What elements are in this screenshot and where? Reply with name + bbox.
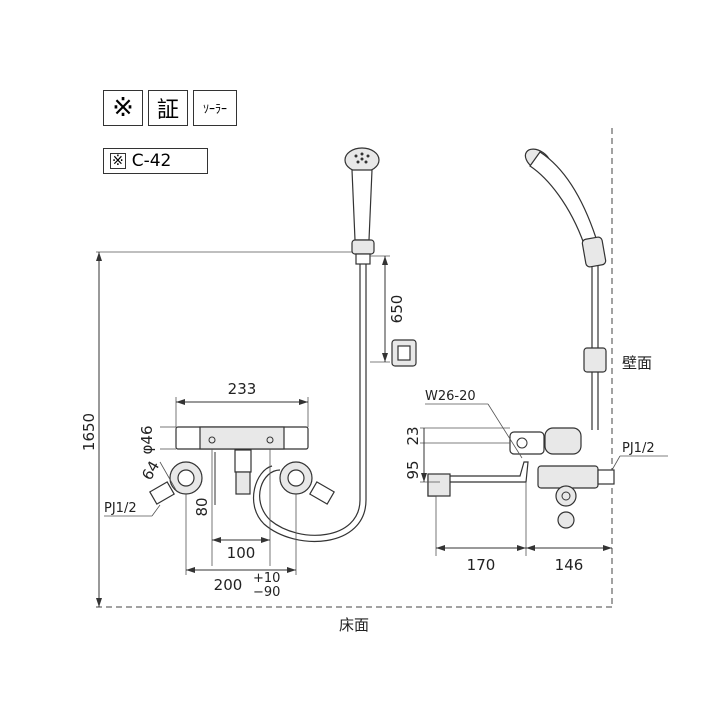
- dim-95-label: 95: [404, 460, 422, 479]
- dim-23-label: 23: [404, 426, 422, 445]
- dim-233-label: 233: [228, 380, 257, 398]
- left-union: [149, 461, 203, 505]
- badge-row: ※ 証 ｿｰﾗｰ: [103, 90, 237, 126]
- dim-100-label: 100: [227, 544, 256, 562]
- shower-head-side: [524, 148, 607, 268]
- cert-mark-badge: ※: [103, 90, 143, 126]
- dim-64-label: 64: [138, 458, 163, 484]
- dim-phi46-label: φ46: [138, 426, 156, 455]
- dim-200-tol-minus: −90: [253, 585, 280, 600]
- dim-80-label: 80: [193, 497, 211, 516]
- certification-badge: 証: [148, 90, 188, 126]
- thread-label: W26-20: [425, 389, 476, 404]
- pj-left-label: PJ1/2: [104, 501, 137, 516]
- hook-side: [583, 347, 607, 373]
- dim-200-tol-plus: +10: [253, 571, 280, 586]
- dim-200-label: 200: [214, 576, 243, 594]
- model-code-box: ※ C-42: [103, 148, 208, 174]
- solar-text: ｿｰﾗｰ: [202, 101, 227, 116]
- model-code-text: C-42: [131, 151, 172, 171]
- shower-hose-front: [259, 264, 361, 536]
- dim-650-label: 650: [388, 295, 406, 324]
- mixer-body-side: [509, 427, 615, 529]
- model-mark-icon: ※: [110, 153, 126, 169]
- solar-badge: ｿｰﾗｰ: [193, 90, 237, 126]
- hose-hook: [391, 339, 417, 367]
- wall-label: 壁面: [622, 354, 652, 372]
- cert-mark-icon: ※: [112, 93, 134, 123]
- pj-right-label: PJ1/2: [622, 441, 655, 456]
- dim-146-label: 146: [555, 556, 584, 574]
- certification-text: 証: [156, 98, 179, 123]
- right-union: [279, 461, 335, 505]
- dim-1650-label: 1650: [80, 413, 98, 451]
- floor-label: 床面: [339, 616, 369, 634]
- dim-170-label: 170: [467, 556, 496, 574]
- mixer-body-front: [175, 426, 309, 495]
- shower-head-front: [344, 147, 380, 265]
